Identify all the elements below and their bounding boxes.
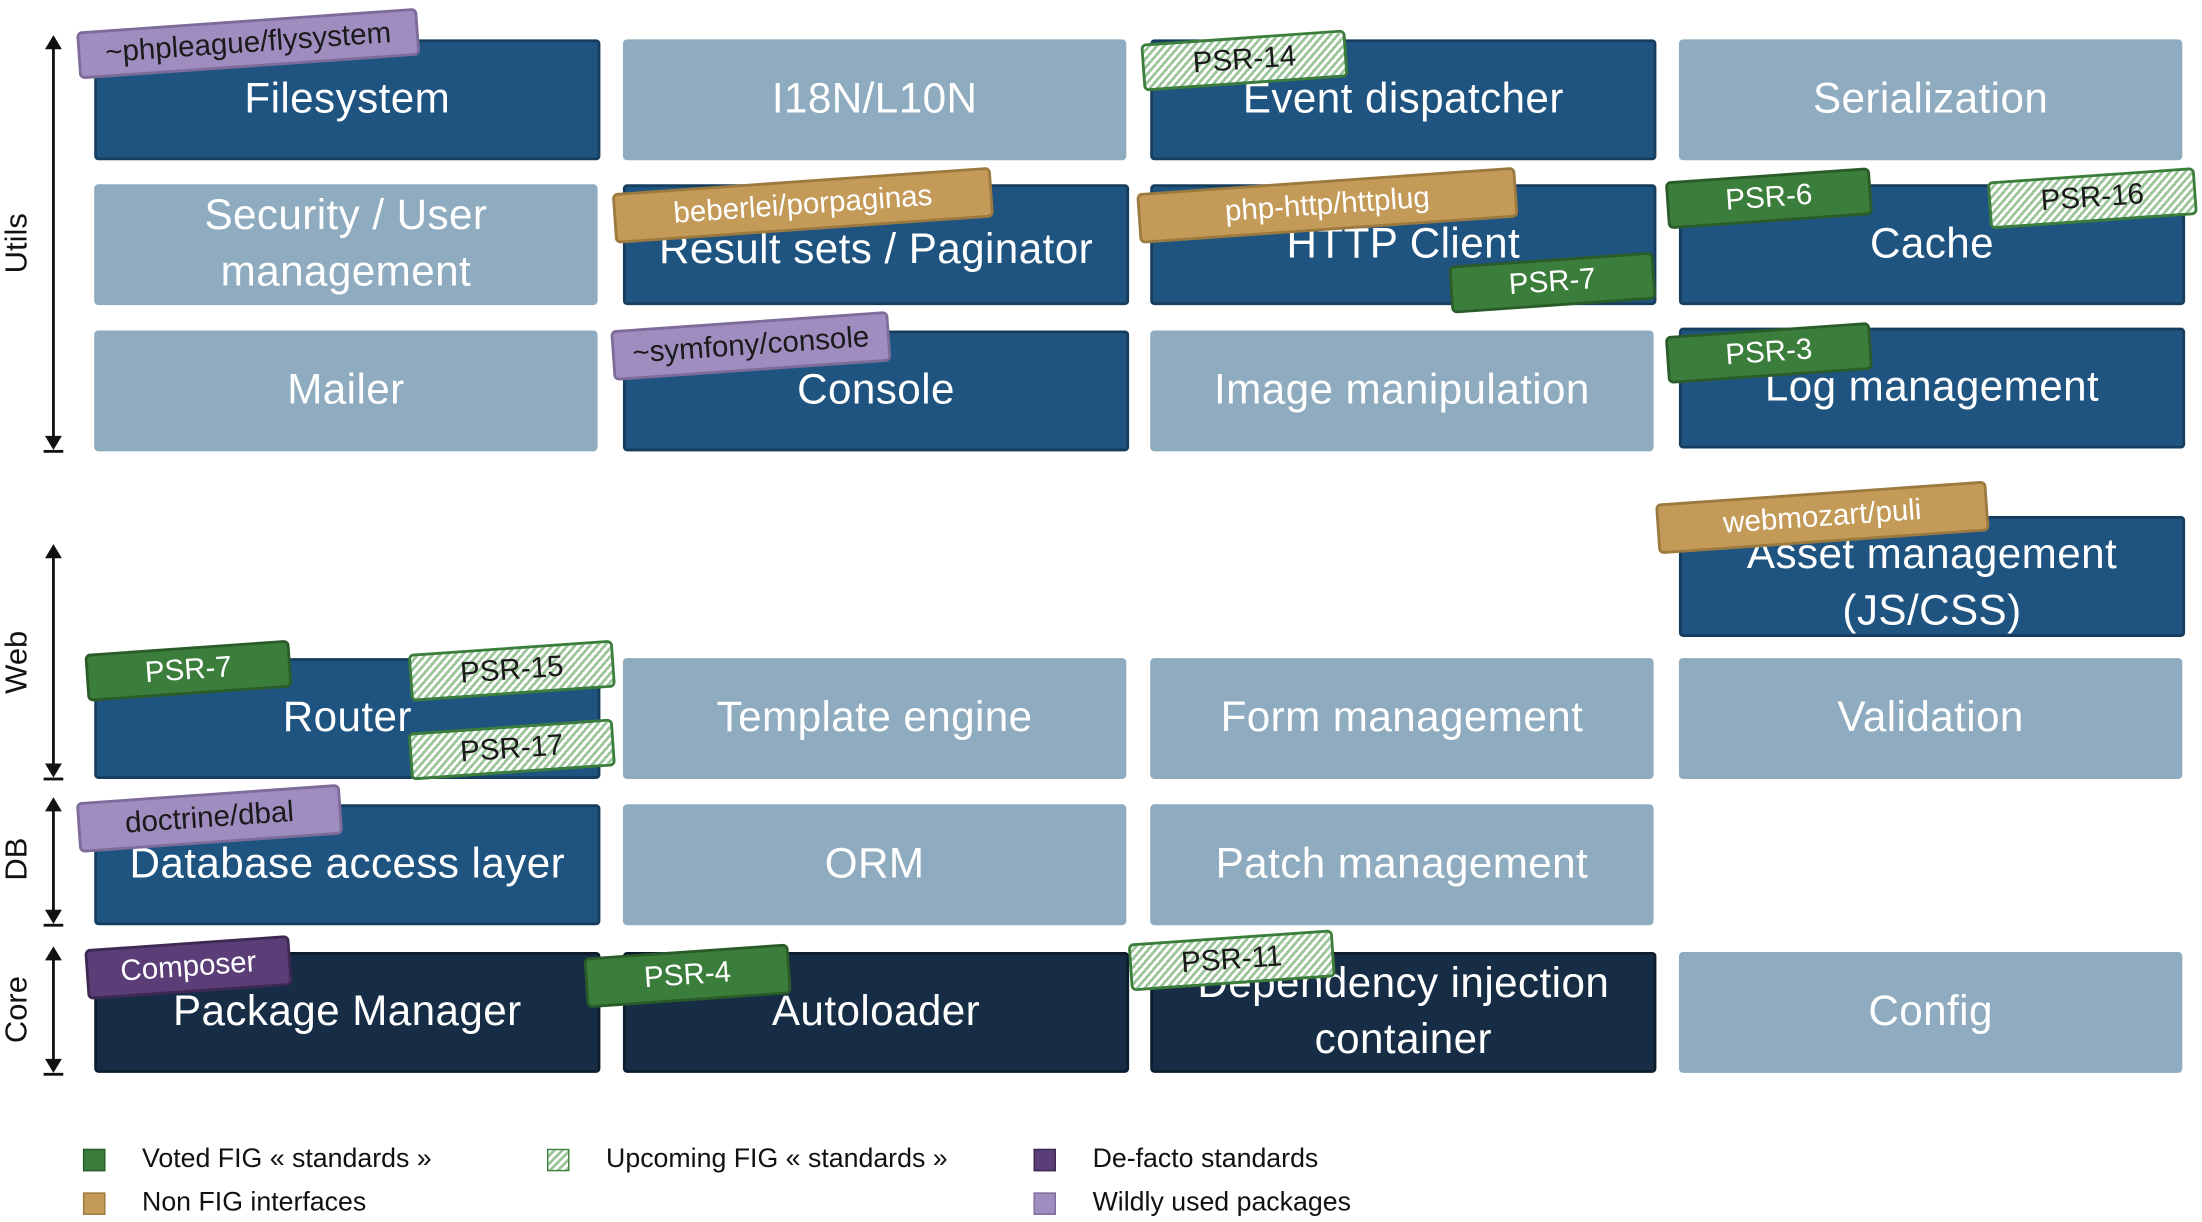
orm-box: ORM	[622, 804, 1127, 926]
config-label: Config	[1868, 988, 1993, 1036]
image-manipulation-label: Image manipulation	[1214, 367, 1590, 414]
form-management-label: Form management	[1220, 694, 1584, 742]
web-axis-tick-bottom	[43, 777, 64, 781]
log-management-box: Log management	[1678, 327, 2186, 449]
legend-voted-swatch	[82, 1148, 106, 1172]
asset-management-label: Asset management (JS/CSS)	[1746, 532, 2118, 635]
config-box: Config	[1678, 951, 2183, 1073]
legend-nonfig: Non FIG interfaces	[82, 1188, 367, 1219]
form-management-box: Form management	[1150, 658, 1654, 779]
validation-box: Validation	[1678, 658, 2183, 779]
package-manager-label: Package Manager	[172, 988, 522, 1036]
serialization-label: Serialization	[1812, 76, 2049, 123]
dbal-box: Database access layer	[94, 804, 601, 926]
core-axis-label: Core	[0, 976, 34, 1044]
legend-defacto-swatch	[1033, 1148, 1057, 1172]
db-axis-arrow-bottom	[44, 909, 62, 924]
core-axis-line	[52, 957, 55, 1062]
autoloader-label: Autoloader	[771, 988, 981, 1036]
web-axis-arrow-top	[44, 544, 62, 559]
console-label: Console	[797, 367, 955, 414]
legend-upcoming-label: Upcoming FIG « standards »	[606, 1144, 948, 1175]
core-axis-arrow-top	[44, 946, 62, 961]
legend-voted: Voted FIG « standards »	[82, 1144, 432, 1176]
web-axis-arrow-bottom	[44, 763, 62, 778]
validation-label: Validation	[1837, 694, 2024, 742]
db-axis-arrow-top	[44, 797, 62, 812]
mailer-box: Mailer	[94, 330, 598, 452]
router-label: Router	[282, 694, 412, 742]
legend-defacto-label: De-facto standards	[1092, 1144, 1319, 1175]
image-manipulation-box: Image manipulation	[1150, 330, 1654, 452]
web-axis-label: Web	[0, 630, 34, 694]
db-axis-tick-bottom	[43, 923, 64, 927]
dbal-label: Database access layer	[129, 841, 566, 888]
web-axis-line	[52, 555, 55, 767]
cache-label: Cache	[1869, 221, 1995, 268]
utils-axis-label: Utils	[0, 213, 34, 274]
core-axis-tick-bottom	[43, 1072, 64, 1076]
event-dispatcher-box: Event dispatcher	[1150, 39, 1657, 161]
legend-nonfig-label: Non FIG interfaces	[142, 1188, 367, 1218]
legend-defacto: De-facto standards	[1033, 1144, 1319, 1176]
utils-axis-tick-bottom	[43, 449, 64, 453]
security-label: Security / User management	[204, 193, 488, 296]
patch-management-box: Patch management	[1150, 804, 1654, 926]
template-engine-box: Template engine	[622, 658, 1127, 779]
legend-voted-label: Voted FIG « standards »	[142, 1144, 432, 1175]
legend-upcoming-swatch	[546, 1148, 570, 1172]
legend-wild: Wildly used packages	[1033, 1188, 1351, 1219]
utils-axis-arrow-bottom	[44, 435, 62, 450]
i18n-box: I18N/L10N	[622, 39, 1127, 161]
i18n-label: I18N/L10N	[771, 76, 978, 123]
filesystem-label: Filesystem	[244, 76, 451, 123]
legend-nonfig-swatch	[82, 1192, 106, 1215]
event-dispatcher-label: Event dispatcher	[1242, 76, 1564, 123]
utils-axis-line	[52, 46, 55, 441]
legend-wild-label: Wildly used packages	[1092, 1188, 1351, 1218]
serialization-box: Serialization	[1678, 39, 2183, 161]
db-axis-line	[52, 808, 55, 913]
patch-management-label: Patch management	[1215, 841, 1589, 888]
utils-axis-arrow-top	[44, 35, 62, 50]
core-axis-arrow-bottom	[44, 1058, 62, 1073]
orm-label: ORM	[824, 841, 925, 888]
legend-wild-swatch	[1033, 1192, 1057, 1215]
legend-upcoming: Upcoming FIG « standards »	[546, 1144, 948, 1176]
template-engine-label: Template engine	[716, 694, 1033, 742]
db-axis-label: DB	[0, 837, 34, 881]
security-box: Security / User management	[94, 184, 598, 306]
mailer-label: Mailer	[287, 367, 405, 414]
